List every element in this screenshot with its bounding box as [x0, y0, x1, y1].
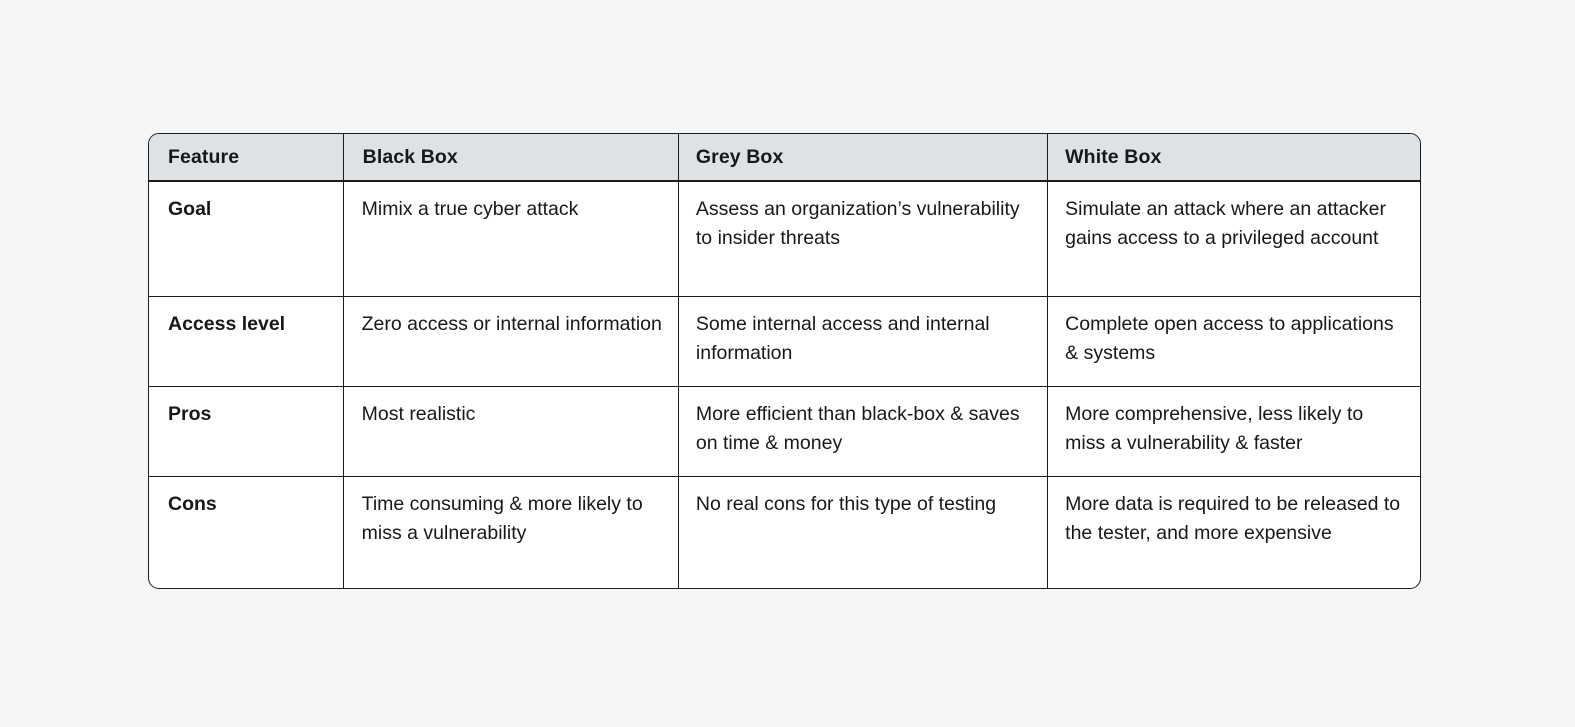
- cell-goal-white-box: Simulate an attack where an attacker gai…: [1047, 181, 1420, 297]
- table-row: Access level Zero access or internal inf…: [149, 296, 1420, 387]
- penetration-testing-comparison-table: Feature Black Box Grey Box White Box Goa…: [149, 134, 1420, 588]
- cell-feature-pros: Pros: [149, 386, 344, 477]
- cell-access-level-grey-box: Some internal access and internal inform…: [678, 296, 1049, 387]
- table-row: Goal Mimix a true cyber attack Assess an…: [149, 181, 1420, 297]
- column-header-grey-box: Grey Box: [678, 134, 1049, 182]
- cell-pros-black-box: Most realistic: [343, 386, 679, 477]
- table-header-row: Feature Black Box Grey Box White Box: [149, 134, 1420, 182]
- table-row: Pros Most realistic More efficient than …: [149, 386, 1420, 477]
- cell-goal-black-box: Mimix a true cyber attack: [343, 181, 679, 297]
- column-header-feature: Feature: [149, 134, 344, 182]
- cell-feature-cons: Cons: [149, 476, 344, 588]
- table-header: Feature Black Box Grey Box White Box: [149, 134, 1420, 182]
- cell-pros-grey-box: More efficient than black-box & saves on…: [678, 386, 1049, 477]
- cell-pros-white-box: More comprehensive, less likely to miss …: [1047, 386, 1420, 477]
- column-header-white-box: White Box: [1047, 134, 1420, 182]
- cell-cons-black-box: Time consuming & more likely to miss a v…: [343, 476, 679, 588]
- table-row: Cons Time consuming & more likely to mis…: [149, 476, 1420, 588]
- cell-access-level-black-box: Zero access or internal information: [343, 296, 679, 387]
- table-body: Goal Mimix a true cyber attack Assess an…: [149, 181, 1420, 588]
- cell-access-level-white-box: Complete open access to applications & s…: [1047, 296, 1420, 387]
- cell-cons-grey-box: No real cons for this type of testing: [678, 476, 1049, 588]
- cell-goal-grey-box: Assess an organization’s vulnerability t…: [678, 181, 1049, 297]
- cell-feature-goal: Goal: [149, 181, 344, 297]
- comparison-table-container: Feature Black Box Grey Box White Box Goa…: [148, 133, 1421, 589]
- column-header-black-box: Black Box: [343, 134, 679, 182]
- cell-feature-access-level: Access level: [149, 296, 344, 387]
- cell-cons-white-box: More data is required to be released to …: [1065, 492, 1401, 544]
